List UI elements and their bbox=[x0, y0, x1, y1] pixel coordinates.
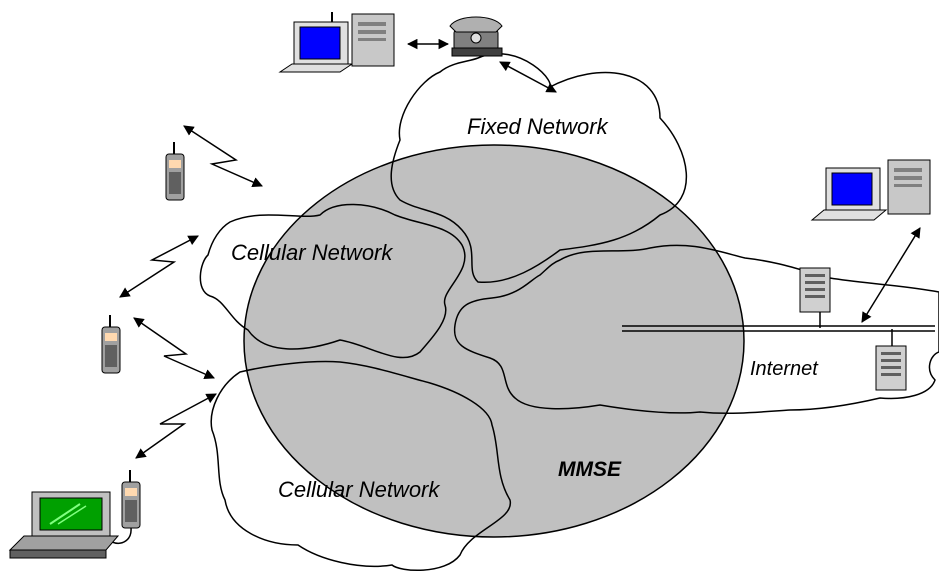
cellular-network-top-cloud bbox=[199, 203, 466, 359]
mobile-phone-icon bbox=[101, 315, 121, 374]
mmse-label: MMSE bbox=[558, 458, 622, 481]
cellular-network-bottom-label: Cellular Network bbox=[278, 477, 440, 502]
wireless-link-1 bbox=[183, 125, 263, 187]
desktop-computer-icon bbox=[810, 159, 931, 221]
internet-label: Internet bbox=[750, 358, 819, 380]
wireless-link-3 bbox=[133, 317, 215, 379]
wireless-link-4 bbox=[135, 393, 217, 459]
server-icon bbox=[799, 267, 831, 313]
mmse-ellipse bbox=[243, 144, 745, 538]
mobile-phone-icon bbox=[165, 142, 185, 201]
internet-cloud bbox=[453, 244, 939, 415]
server-icon bbox=[875, 345, 907, 391]
desktop-computer-icon bbox=[278, 12, 395, 73]
mobile-phone-icon bbox=[111, 470, 141, 544]
laptop-icon bbox=[8, 491, 120, 559]
wireless-link-2 bbox=[119, 235, 199, 298]
cellular-network-bottom-cloud bbox=[210, 360, 511, 572]
link-telephone-fixed-network bbox=[499, 61, 557, 93]
fixed-network-cloud bbox=[390, 53, 687, 283]
fixed-network-label: Fixed Network bbox=[467, 114, 609, 139]
link-computer-internet bbox=[861, 227, 921, 323]
cellular-network-top-label: Cellular Network bbox=[231, 240, 393, 265]
telephone-icon bbox=[449, 16, 503, 57]
